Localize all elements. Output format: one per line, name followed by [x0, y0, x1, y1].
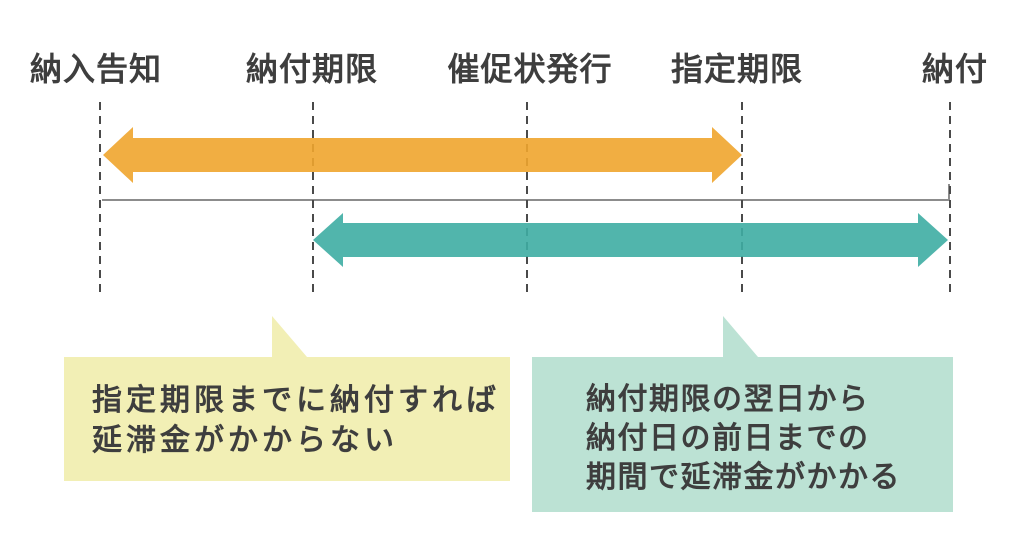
callout-no-late-fee-text: 指定期限までに納付すれば 延滞金がかからない — [92, 381, 500, 461]
callout-late-fee-text: 納付期限の翌日から 納付日の前日までの 期間で延滞金がかかる — [586, 380, 901, 497]
timeline-label-nofu: 納付 — [921, 51, 989, 87]
callout-no-late-fee-line-1: 指定期限までに納付すれば — [92, 384, 500, 417]
callout-late-fee-line-2: 納付日の前日までの — [586, 422, 870, 455]
double-arrow-orange-icon — [103, 127, 742, 183]
callout-no-late-fee-line-2: 延滞金がかからない — [92, 424, 398, 457]
timeline-label-saisokujo-hakko: 催促状発行 — [447, 51, 613, 87]
timeline-label-nofu-kigen: 納付期限 — [245, 51, 379, 87]
callout-mint-tail — [723, 316, 758, 357]
timeline-baseline — [102, 184, 950, 201]
double-arrow-teal-icon — [313, 213, 948, 267]
timeline-label-shitei-kigen: 指定期限 — [670, 51, 804, 87]
callout-late-fee-line-3: 期間で延滞金がかかる — [586, 461, 901, 494]
callout-mint-box — [532, 357, 953, 512]
timeline-label-nounyu-kokuchi: 納入告知 — [29, 51, 163, 87]
callout-yellow-tail — [272, 316, 307, 357]
callout-late-fee-line-1: 納付期限の翌日から — [586, 383, 870, 416]
callout-yellow-box — [64, 357, 510, 481]
